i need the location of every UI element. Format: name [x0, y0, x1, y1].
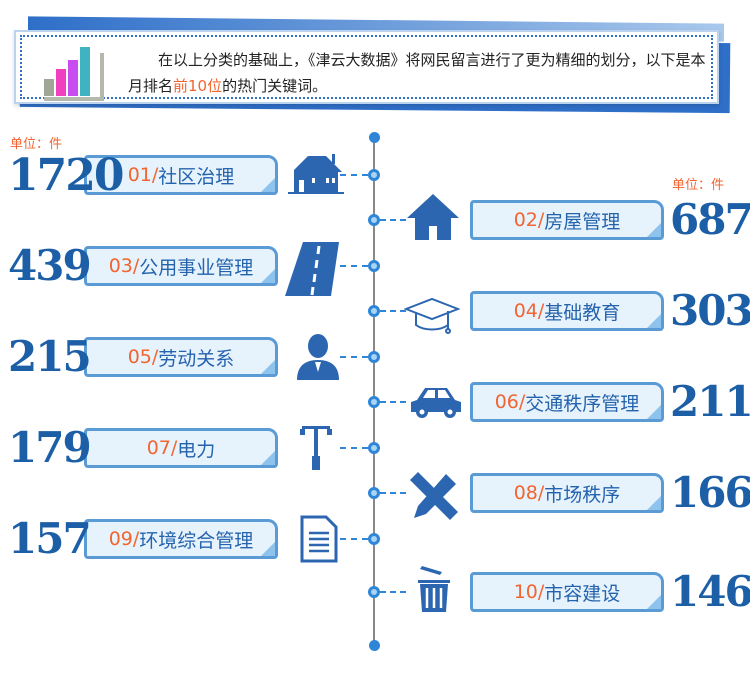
rank-number: 03/ — [108, 255, 140, 277]
rank-number: 06/ — [494, 391, 526, 413]
intro-text: 在以上分类的基础上，《津云大数据》将网民留言进行了更为精细的划分，以下是本月排名… — [128, 51, 706, 95]
timeline-dot — [368, 305, 380, 317]
keyword-label: 09/环境综合管理 — [84, 519, 278, 559]
ruler-pencil-icon — [406, 468, 462, 528]
count-value: 166 — [670, 468, 750, 517]
connector-line — [340, 265, 368, 267]
connector-line — [340, 447, 368, 449]
count-value: 179 — [8, 423, 92, 472]
timeline-start-dot — [368, 132, 380, 143]
rank-number: 10/ — [513, 581, 545, 603]
count-value: 157 — [8, 514, 92, 563]
keyword-label: 04/基础教育 — [470, 291, 664, 331]
keyword-text: 电力 — [177, 438, 216, 461]
timeline — [373, 138, 375, 646]
timeline-end-dot — [368, 640, 380, 651]
count-value: 211 — [670, 377, 750, 426]
connector-line — [380, 219, 406, 221]
connector-line — [380, 401, 406, 403]
timeline-dot — [368, 351, 380, 363]
graduation-cap-icon — [403, 297, 461, 341]
worker-icon — [295, 332, 341, 384]
count-value: 303 — [670, 286, 750, 335]
keyword-text: 公用事业管理 — [139, 256, 254, 279]
count-value: 215 — [8, 332, 92, 381]
document-icon — [300, 515, 338, 567]
unit-label-right: 单位：件 — [672, 178, 725, 193]
bar-chart-icon — [44, 47, 104, 101]
rank-number: 07/ — [146, 437, 178, 459]
connector-line — [380, 492, 406, 494]
trash-can-icon — [416, 564, 452, 618]
count-value: 687 — [670, 195, 750, 244]
street-lamp-icon — [298, 420, 334, 474]
connector-line — [340, 356, 368, 358]
timeline-dot — [368, 396, 380, 408]
keyword-text: 市容建设 — [544, 582, 621, 605]
keyword-label: 02/房屋管理 — [470, 200, 664, 240]
keyword-label: 10/市容建设 — [470, 572, 664, 612]
road-icon — [285, 240, 341, 300]
keyword-label: 07/电力 — [84, 428, 278, 468]
count-value: 1720 — [8, 150, 124, 201]
keyword-label: 08/市场秩序 — [470, 473, 664, 513]
keyword-label: 01/社区治理 — [84, 155, 278, 195]
intro-banner: 在以上分类的基础上，《津云大数据》将网民留言进行了更为精细的划分，以下是本月排名… — [14, 30, 719, 104]
rank-number: 05/ — [127, 346, 159, 368]
count-value: 146 — [670, 567, 750, 616]
keyword-text: 社区治理 — [158, 165, 235, 188]
keyword-label: 03/公用事业管理 — [84, 246, 278, 286]
connector-line — [340, 538, 368, 540]
connector-line — [380, 310, 406, 312]
timeline-dot — [368, 260, 380, 272]
timeline-dot — [368, 442, 380, 454]
keyword-label: 06/交通秩序管理 — [470, 382, 664, 422]
rank-number: 08/ — [513, 482, 545, 504]
keyword-text: 房屋管理 — [544, 210, 621, 233]
keyword-text: 市场秩序 — [544, 483, 621, 506]
keyword-text: 交通秩序管理 — [525, 392, 640, 415]
house-icon — [286, 152, 346, 198]
count-value: 439 — [8, 241, 92, 290]
timeline-dot — [368, 533, 380, 545]
unit-label-left: 单位：件 — [10, 137, 63, 152]
home-icon — [405, 192, 461, 246]
timeline-dot — [368, 169, 380, 181]
keyword-text: 基础教育 — [544, 301, 621, 324]
rank-number: 04/ — [513, 300, 545, 322]
rank-number: 02/ — [513, 209, 545, 231]
connector-line — [340, 174, 368, 176]
keyword-label: 05/劳动关系 — [84, 337, 278, 377]
keyword-text: 劳动关系 — [158, 347, 235, 370]
rank-number: 01/ — [127, 164, 159, 186]
connector-line — [380, 591, 406, 593]
rank-number: 09/ — [108, 528, 140, 550]
timeline-dot — [368, 586, 380, 598]
keyword-text: 环境综合管理 — [139, 529, 254, 552]
timeline-dot — [368, 214, 380, 226]
car-icon — [409, 384, 463, 424]
timeline-dot — [368, 487, 380, 499]
